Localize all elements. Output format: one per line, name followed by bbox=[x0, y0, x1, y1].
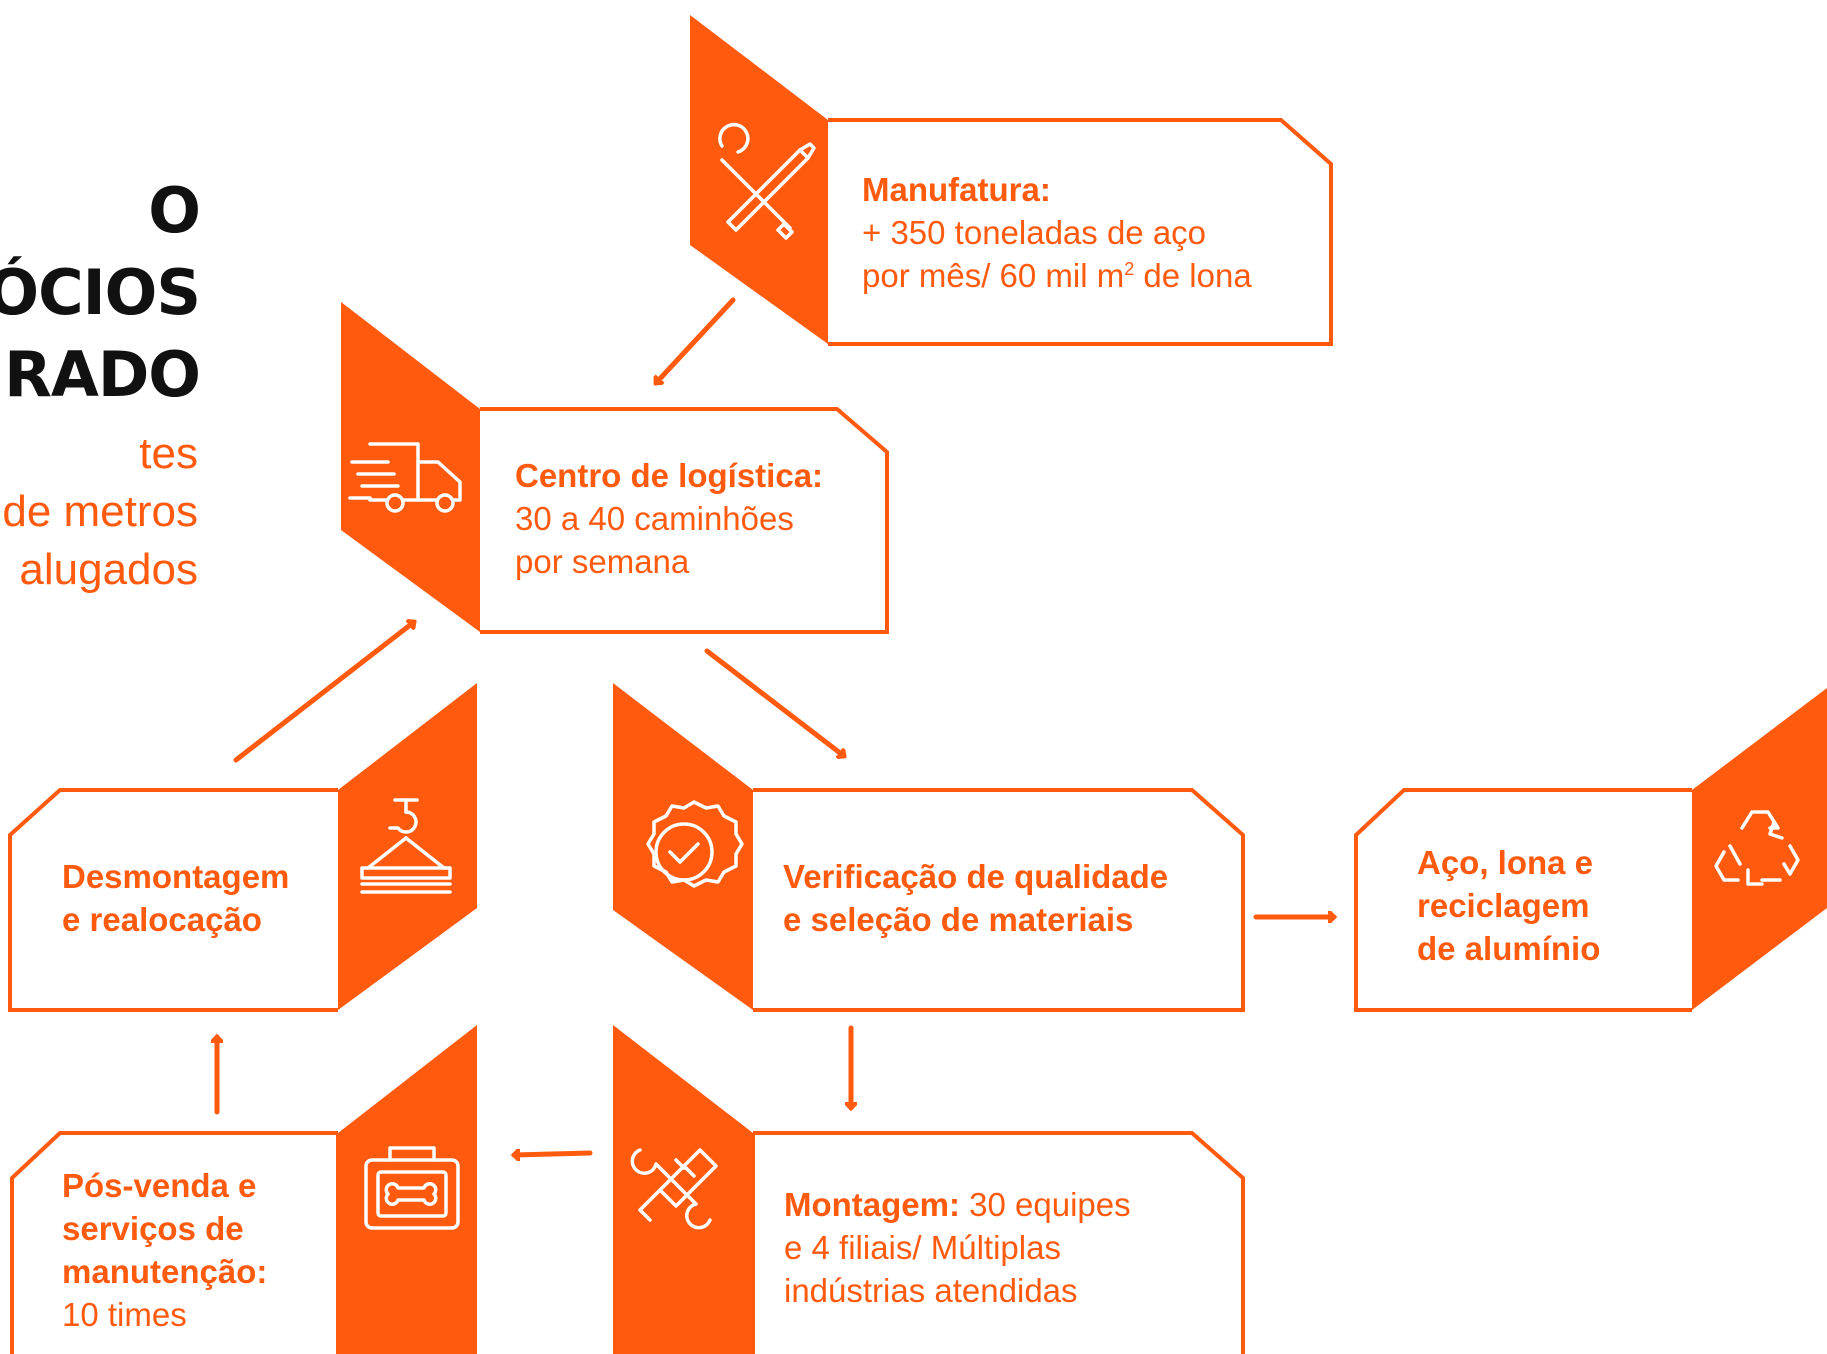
subtitle-line-2: de metros bbox=[2, 487, 198, 536]
node-montagem bbox=[613, 1025, 1245, 1354]
montagem-title-rest: 30 equipes bbox=[960, 1186, 1131, 1223]
reciclagem-line-3: de alumínio bbox=[1417, 930, 1601, 967]
title-line-2: ÓCIOS bbox=[0, 256, 201, 329]
logistica-line-2: por semana bbox=[515, 543, 690, 580]
montagem-title: Montagem: bbox=[784, 1186, 960, 1223]
logistica-title: Centro de logística: bbox=[515, 457, 824, 494]
desmontagem-line-2: e realocação bbox=[62, 901, 262, 938]
reciclagem-line-1: Aço, lona e bbox=[1417, 844, 1594, 881]
arrow-desmontagem-to-logistica bbox=[233, 622, 414, 763]
manufatura-line-2: por mês/ 60 mil m2 de lona bbox=[862, 257, 1252, 294]
title-line-3: RADO bbox=[4, 338, 201, 411]
manufatura-text: Manufatura: + 350 toneladas de aço por m… bbox=[862, 168, 1252, 297]
montagem-line-2: e 4 filiais/ Múltiplas bbox=[784, 1229, 1061, 1266]
verificacao-line-1: Verificação de qualidade bbox=[783, 858, 1169, 895]
logistica-text: Centro de logística: 30 a 40 caminhões p… bbox=[515, 454, 823, 583]
arrow-montagem-to-posvenda bbox=[514, 1153, 593, 1155]
arrow-logistica-to-verificacao bbox=[704, 648, 844, 756]
logistica-line-1: 30 a 40 caminhões bbox=[515, 500, 794, 537]
title-line-1: O bbox=[148, 174, 201, 247]
arrow-manufatura-to-logistica bbox=[656, 297, 736, 386]
montagem-text: Montagem: 30 equipes e 4 filiais/ Múltip… bbox=[784, 1183, 1131, 1312]
posvenda-line-4: 10 times bbox=[62, 1296, 187, 1333]
posvenda-line-1: Pós-venda e bbox=[62, 1167, 257, 1204]
toolbox-icon bbox=[364, 1146, 460, 1230]
page-title: O ÓCIOS RADO bbox=[0, 170, 201, 416]
manufatura-title: Manufatura: bbox=[862, 171, 1051, 208]
verificacao-text: Verificação de qualidade e seleção de ma… bbox=[783, 855, 1168, 941]
recycle-icon bbox=[1714, 810, 1800, 886]
node-desmontagem bbox=[8, 683, 477, 1012]
posvenda-line-2: serviços de bbox=[62, 1210, 244, 1247]
quality-badge-icon bbox=[646, 800, 744, 888]
montagem-line-3: indústrias atendidas bbox=[784, 1272, 1078, 1309]
node-verificacao bbox=[613, 683, 1245, 1012]
posvenda-line-3: manutenção: bbox=[62, 1253, 268, 1290]
posvenda-text: Pós-venda e serviços de manutenção: 10 t… bbox=[62, 1164, 267, 1336]
desmontagem-line-1: Desmontagem bbox=[62, 858, 290, 895]
subtitle-line-3: alugados bbox=[19, 545, 198, 594]
manufatura-line-1: + 350 toneladas de aço bbox=[862, 214, 1207, 251]
crane-hook-icon bbox=[360, 798, 452, 894]
node-reciclagem bbox=[1354, 688, 1827, 1012]
node-manufatura bbox=[690, 15, 1333, 346]
reciclagem-text: Aço, lona e reciclagem de alumínio bbox=[1417, 841, 1600, 970]
tools-icon bbox=[718, 122, 816, 240]
verificacao-line-2: e seleção de materiais bbox=[783, 901, 1134, 938]
arrows bbox=[217, 297, 1334, 1155]
reciclagem-line-2: reciclagem bbox=[1417, 887, 1590, 924]
node-logistica bbox=[341, 302, 889, 634]
assembly-icon bbox=[630, 1148, 718, 1230]
desmontagem-text: Desmontagem e realocação bbox=[62, 855, 289, 941]
page-subtitle: tes de metros alugados bbox=[0, 425, 198, 599]
truck-icon bbox=[348, 442, 462, 513]
subtitle-line-1: tes bbox=[139, 429, 198, 478]
node-posvenda bbox=[10, 1025, 477, 1354]
